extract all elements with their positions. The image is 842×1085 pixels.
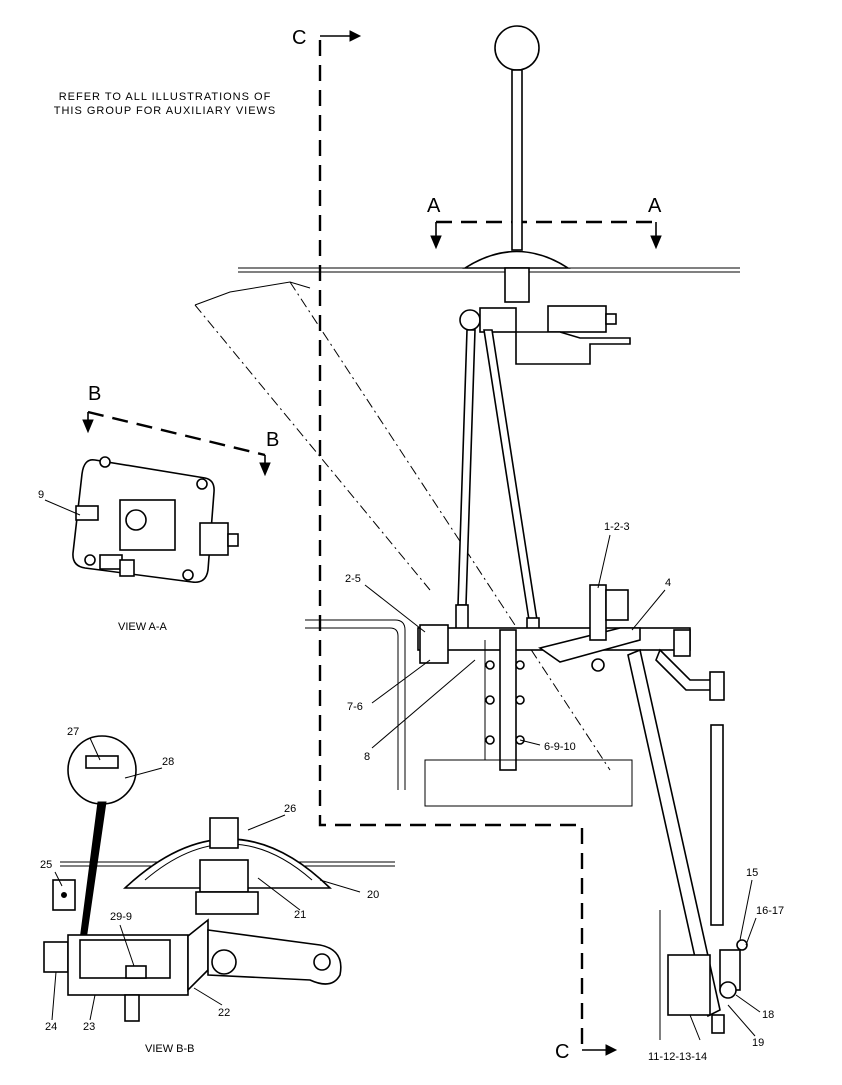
section-line-c — [318, 30, 618, 1056]
callout-labels: 9 1-2-3 4 2-5 7-6 8 6-9-10 27 28 26 25 2… — [38, 489, 784, 1063]
callout-8: 8 — [364, 751, 370, 763]
view-b-assembly — [43, 735, 395, 1022]
callout-20: 20 — [367, 889, 379, 901]
callout-7-6: 7-6 — [347, 701, 363, 713]
push-rods — [455, 329, 540, 649]
callout-26: 26 — [284, 803, 296, 815]
callout-24: 24 — [45, 1021, 57, 1033]
callout-4: 4 — [665, 577, 671, 589]
callout-22: 22 — [218, 1007, 230, 1019]
callout-21: 21 — [294, 909, 306, 921]
callout-9-view-a: 9 — [38, 489, 44, 501]
callout-6-9-10: 6-9-10 — [544, 741, 576, 753]
leader-lines — [44, 499, 761, 1041]
view-b-title: VIEW B-B — [145, 1043, 195, 1055]
section-b-right-label: B — [266, 429, 279, 451]
shift-lever — [462, 25, 571, 303]
callout-16-17: 16-17 — [756, 905, 784, 917]
callout-27: 27 — [67, 726, 79, 738]
note-line-2: THIS GROUP FOR AUXILIARY VIEWS — [54, 105, 277, 117]
callout-28: 28 — [162, 756, 174, 768]
section-c-bottom-label: C — [555, 1041, 569, 1063]
view-a-bracket — [72, 456, 239, 584]
section-a-right-label: A — [648, 195, 662, 217]
cross-shaft — [305, 584, 691, 790]
section-line-a — [430, 220, 662, 250]
section-c-top-label: C — [292, 27, 306, 49]
callout-1-2-3: 1-2-3 — [604, 521, 630, 533]
note-line-1: REFER TO ALL ILLUSTRATIONS OF — [59, 91, 272, 103]
section-b-top-label: B — [88, 383, 101, 405]
section-a-left-label: A — [427, 195, 441, 217]
callout-23: 23 — [83, 1021, 95, 1033]
view-a-title: VIEW A-A — [118, 621, 168, 633]
section-line-b — [82, 410, 271, 477]
callout-18: 18 — [762, 1009, 774, 1021]
mounting-bracket — [424, 629, 633, 807]
callout-11-12-13-14: 11-12-13-14 — [648, 1051, 707, 1063]
callout-2-5: 2-5 — [345, 573, 361, 585]
right-linkage — [627, 648, 748, 1040]
callout-15: 15 — [746, 867, 758, 879]
callout-25: 25 — [40, 859, 52, 871]
callout-19: 19 — [752, 1037, 764, 1049]
callout-29-9: 29-9 — [110, 911, 132, 923]
upper-linkage — [459, 305, 631, 365]
